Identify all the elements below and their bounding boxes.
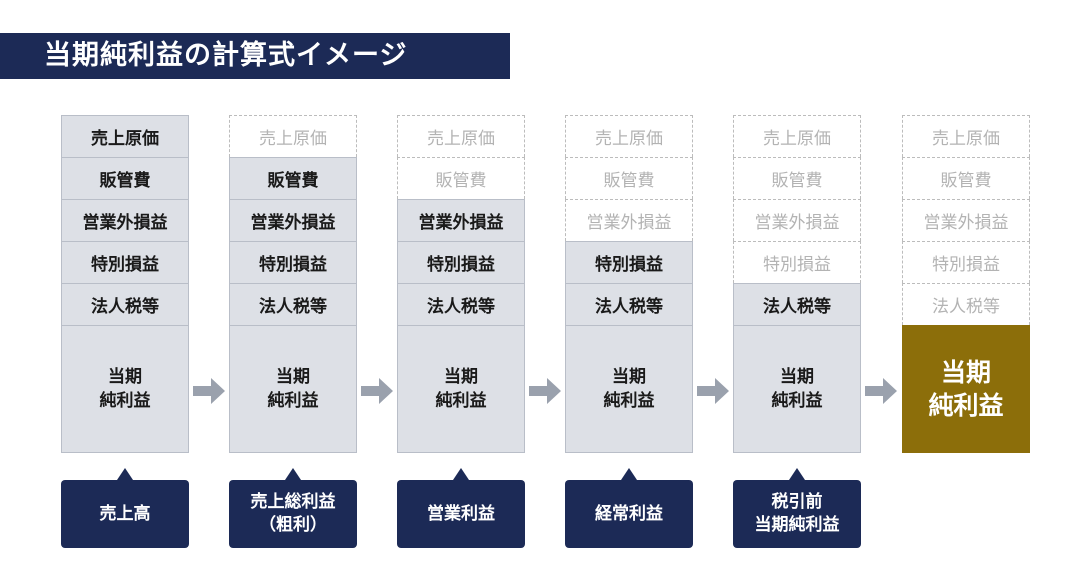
item-cell: 営業外損益 <box>229 199 357 241</box>
item-cell: 販管費 <box>61 157 189 199</box>
item-cell: 特別損益 <box>902 241 1030 283</box>
right-arrow-icon <box>361 378 393 404</box>
final-net-income-block: 当期純利益 <box>902 325 1030 453</box>
profit-label-box: 経常利益 <box>565 468 693 548</box>
net-income-block: 当期純利益 <box>229 325 357 453</box>
page-title: 当期純利益の計算式イメージ <box>0 33 510 79</box>
item-cell: 営業外損益 <box>61 199 189 241</box>
item-cell: 営業外損益 <box>397 199 525 241</box>
net-income-line: 純利益 <box>267 391 319 411</box>
column-6: 売上原価販管費営業外損益特別損益法人税等当期純利益 <box>902 115 1030 453</box>
item-cell: 売上原価 <box>733 115 861 157</box>
item-cell: 法人税等 <box>397 283 525 325</box>
item-cell: 販管費 <box>902 157 1030 199</box>
item-cell: 売上原価 <box>565 115 693 157</box>
net-income-line: 純利益 <box>603 391 655 411</box>
item-cell: 特別損益 <box>397 241 525 283</box>
net-income-line: 当期 <box>444 367 478 387</box>
column-3: 売上原価販管費営業外損益特別損益法人税等当期純利益 <box>397 115 525 453</box>
column-1: 売上原価販管費営業外損益特別損益法人税等当期純利益 <box>61 115 189 453</box>
column-5: 売上原価販管費営業外損益特別損益法人税等当期純利益 <box>733 115 861 453</box>
net-income-block: 当期純利益 <box>565 325 693 453</box>
item-cell: 営業外損益 <box>902 199 1030 241</box>
net-income-line: 当期 <box>108 367 142 387</box>
item-cell: 法人税等 <box>902 283 1030 325</box>
profit-label-line: 当期純利益 <box>754 515 840 535</box>
item-cell: 販管費 <box>733 157 861 199</box>
item-cell: 売上原価 <box>397 115 525 157</box>
item-cell: 法人税等 <box>61 283 189 325</box>
net-income-line: 当期 <box>940 358 991 387</box>
right-arrow-icon <box>697 378 729 404</box>
profit-label-box: 売上高 <box>61 468 189 548</box>
item-cell: 特別損益 <box>229 241 357 283</box>
profit-label-line: 営業利益 <box>427 503 495 524</box>
column-4: 売上原価販管費営業外損益特別損益法人税等当期純利益 <box>565 115 693 453</box>
column-2: 売上原価販管費営業外損益特別損益法人税等当期純利益 <box>229 115 357 453</box>
item-cell: 特別損益 <box>61 241 189 283</box>
item-cell: 法人税等 <box>565 283 693 325</box>
net-income-block: 当期純利益 <box>61 325 189 453</box>
right-arrow-icon <box>865 378 897 404</box>
profit-label-line: 売上総利益 <box>250 492 336 512</box>
net-income-line: 当期 <box>612 367 646 387</box>
profit-label-line: （粗利） <box>259 515 327 535</box>
profit-label-line: 経常利益 <box>595 503 663 524</box>
item-cell: 特別損益 <box>733 241 861 283</box>
item-cell: 売上原価 <box>229 115 357 157</box>
net-income-line: 純利益 <box>771 391 823 411</box>
item-cell: 法人税等 <box>229 283 357 325</box>
item-cell: 営業外損益 <box>565 199 693 241</box>
profit-label-box: 税引前当期純利益 <box>733 468 861 548</box>
item-cell: 法人税等 <box>733 283 861 325</box>
right-arrow-icon <box>529 378 561 404</box>
net-income-line: 純利益 <box>435 391 487 411</box>
net-income-line: 純利益 <box>99 391 151 411</box>
item-cell: 販管費 <box>565 157 693 199</box>
item-cell: 売上原価 <box>61 115 189 157</box>
item-cell: 販管費 <box>229 157 357 199</box>
net-income-line: 当期 <box>780 367 814 387</box>
item-cell: 販管費 <box>397 157 525 199</box>
net-income-line: 当期 <box>276 367 310 387</box>
right-arrow-icon <box>193 378 225 404</box>
profit-label-line: 売上高 <box>99 503 151 524</box>
item-cell: 特別損益 <box>565 241 693 283</box>
profit-label-box: 営業利益 <box>397 468 525 548</box>
item-cell: 売上原価 <box>902 115 1030 157</box>
profit-label-box: 売上総利益 （粗利） <box>229 468 357 548</box>
profit-label-line: 税引前 <box>771 492 823 512</box>
net-income-block: 当期純利益 <box>397 325 525 453</box>
net-income-block: 当期純利益 <box>733 325 861 453</box>
item-cell: 営業外損益 <box>733 199 861 241</box>
net-income-line: 純利益 <box>928 391 1004 420</box>
